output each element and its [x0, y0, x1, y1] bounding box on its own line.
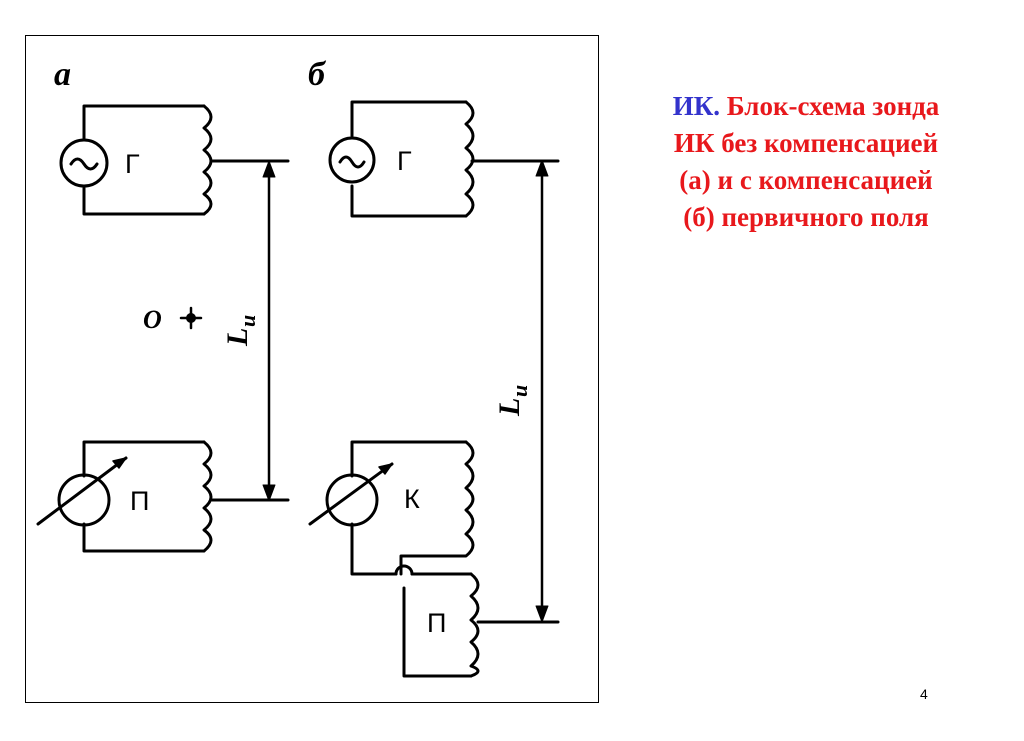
panel-b-compensator-coil	[399, 440, 475, 576]
length-label-b: L и	[493, 385, 532, 417]
caption-line-1: ИК. Блок-схема зонда	[600, 88, 1012, 125]
svg-text:и: и	[235, 315, 260, 327]
panel-a-receiver-coil	[202, 440, 213, 553]
panel-b-generator-circuit	[328, 100, 560, 218]
receiver-letter-b: П	[427, 608, 446, 638]
compensator-letter: К	[404, 484, 420, 514]
panel-a-receiver-circuit	[36, 440, 290, 553]
receiver-letter-a: П	[130, 486, 149, 516]
generator-letter-b: Г	[397, 146, 412, 176]
panel-b-generator-coil	[464, 100, 475, 218]
panel-a-label: а	[54, 56, 71, 93]
caption-line-3: (а) и с компенсацией	[679, 165, 933, 195]
panel-b-receiver-circuit	[402, 572, 560, 678]
caption-prefix: ИК	[672, 91, 714, 121]
svg-text:L: L	[221, 328, 254, 347]
origin-label: О	[143, 305, 162, 334]
caption-line-4: (б) первичного поля	[683, 202, 929, 232]
panel-a-generator-circuit	[59, 104, 290, 216]
generator-symbol-b	[328, 136, 376, 184]
slide-caption: ИК. Блок-схема зонда ИК без компенсацией…	[600, 88, 1012, 236]
probe-diagram: а б Г Г П К П О L и L и	[36, 56, 560, 678]
svg-text:L: L	[493, 398, 526, 417]
panel-b-compensation-circuit	[308, 440, 475, 576]
generator-letter-a: Г	[125, 149, 140, 179]
caption-line-2: ИК без компенсацией	[673, 128, 939, 158]
meter-symbol-b	[325, 473, 379, 527]
panel-b-label: б	[308, 56, 327, 93]
svg-text:и: и	[507, 385, 532, 397]
caption-line-1-text: Блок-схема зонда	[726, 91, 940, 121]
meter-symbol-a	[57, 473, 111, 527]
panel-b-receiver-coil	[469, 572, 480, 678]
generator-symbol-a	[59, 138, 109, 188]
length-label-a: L и	[221, 315, 260, 347]
caption-separator: .	[713, 91, 727, 121]
diagram-frame: а б Г Г П К П О L и L и	[25, 35, 599, 703]
page-number: 4	[920, 686, 928, 702]
